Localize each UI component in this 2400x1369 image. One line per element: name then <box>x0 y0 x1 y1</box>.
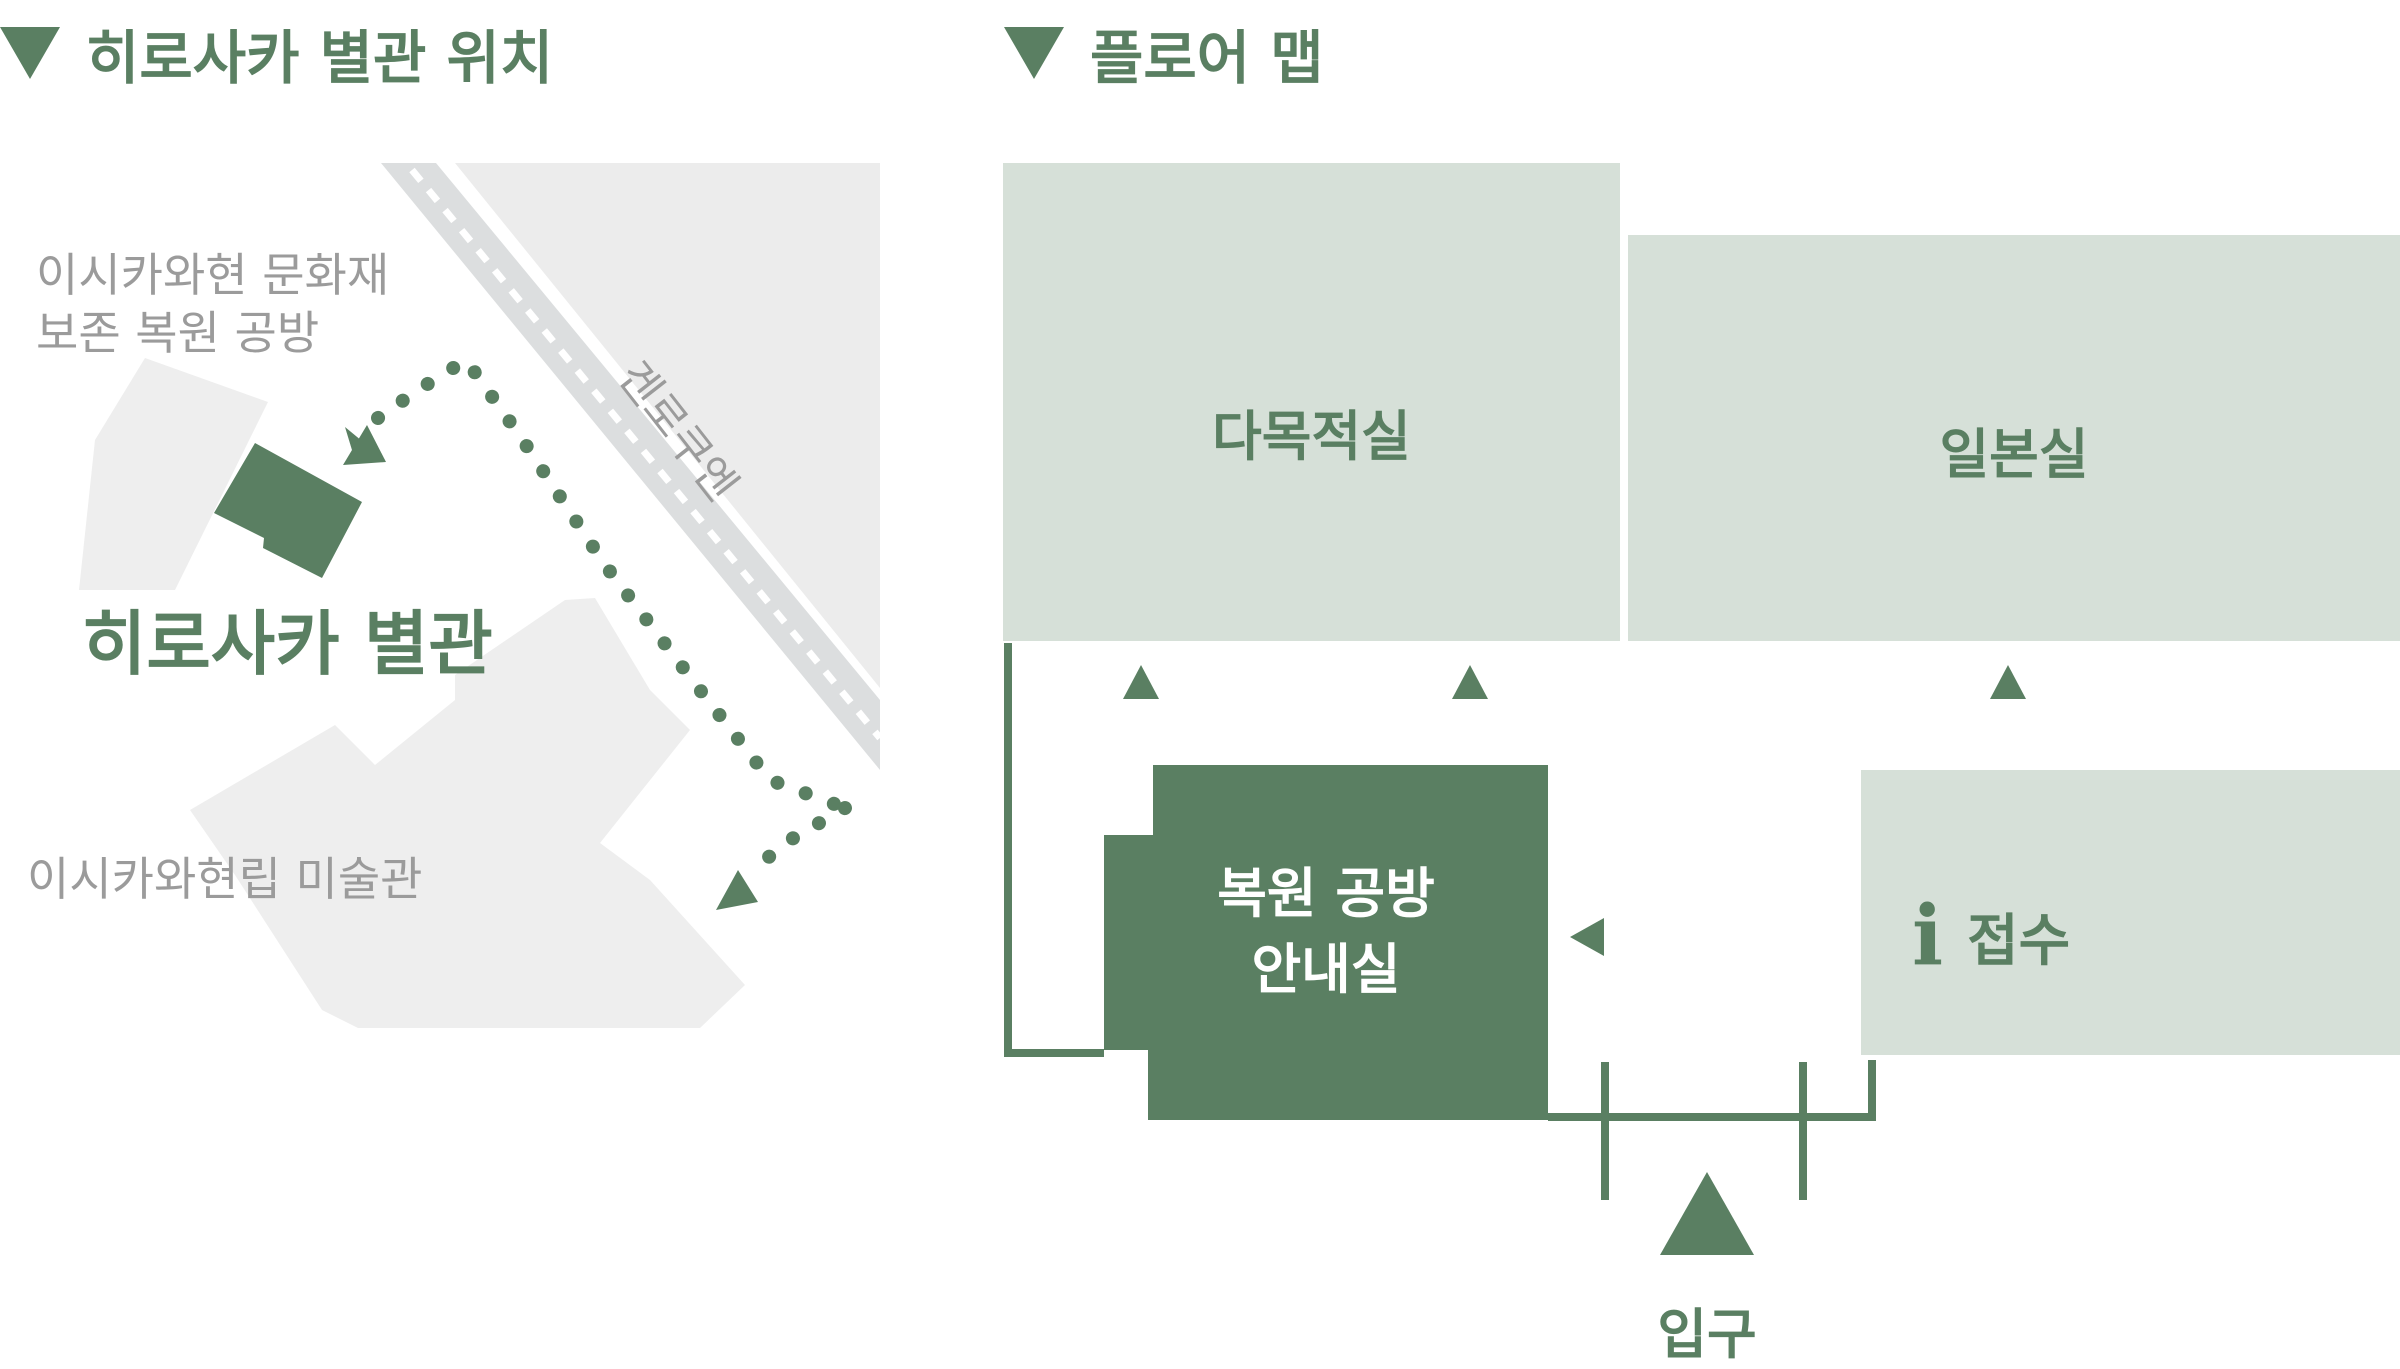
floor-heading-text: 플로어 맵 <box>1090 24 1324 92</box>
route-path-top <box>371 350 852 815</box>
room-japanese-label: 일본실 <box>1939 423 2089 486</box>
direction-arrow-icon <box>716 870 758 910</box>
wall-left <box>1004 643 1104 1057</box>
road-centerline <box>409 167 883 741</box>
room-restoration-info-line1: 복원 공방 <box>1217 862 1435 925</box>
museum-label: 이시카와현립 미술관 <box>27 852 423 906</box>
reception-text: 접수 <box>1967 908 2071 974</box>
reception-label: i 접수 <box>1912 895 2070 977</box>
conservation-lab-label-line2: 보존 복원 공방 <box>36 306 320 360</box>
room-restoration-info <box>1104 765 1548 1120</box>
entrance-label: 입구 <box>1657 1303 1757 1366</box>
conservation-lab-label-line1: 이시카와현 문화재 <box>36 248 390 302</box>
direction-arrow-icon <box>343 425 386 465</box>
road <box>381 163 880 770</box>
heading-triangle-icon <box>1004 27 1064 79</box>
entrance-arrow-icon <box>1660 1172 1754 1255</box>
floor-map <box>1003 163 2400 1255</box>
conservation-lab-label: 이시카와현 문화재 보존 복원 공방 <box>36 246 389 362</box>
room-reception <box>1861 770 2400 1055</box>
wall-bottom <box>1548 1060 1876 1121</box>
direction-arrow-icon <box>1123 665 1159 699</box>
location-heading: 히로사카 별관 위치 <box>0 8 553 98</box>
direction-arrow-icon <box>1570 918 1604 956</box>
floor-heading: 플로어 맵 <box>1004 8 1324 98</box>
room-restoration-info-line2: 안내실 <box>1251 938 1401 1001</box>
museum-building <box>190 598 745 1028</box>
annex-building <box>214 443 362 578</box>
heading-triangle-icon <box>0 27 60 79</box>
room-japanese <box>1628 235 2400 641</box>
conservation-lab-building <box>79 358 268 590</box>
annex-label: 히로사카 별관 <box>82 603 493 685</box>
street-area <box>455 163 880 688</box>
room-multipurpose <box>1003 163 1620 641</box>
room-multipurpose-label: 다목적실 <box>1212 405 1411 468</box>
direction-arrow-icon <box>1990 665 2026 699</box>
info-icon: i <box>1912 888 1944 984</box>
route-path-bottom <box>743 801 852 879</box>
location-heading-text: 히로사카 별관 위치 <box>86 24 554 92</box>
direction-arrow-icon <box>1452 665 1488 699</box>
room-restoration-info-label: 복원 공방 안내실 <box>1104 856 1548 1008</box>
location-map <box>79 163 883 1028</box>
